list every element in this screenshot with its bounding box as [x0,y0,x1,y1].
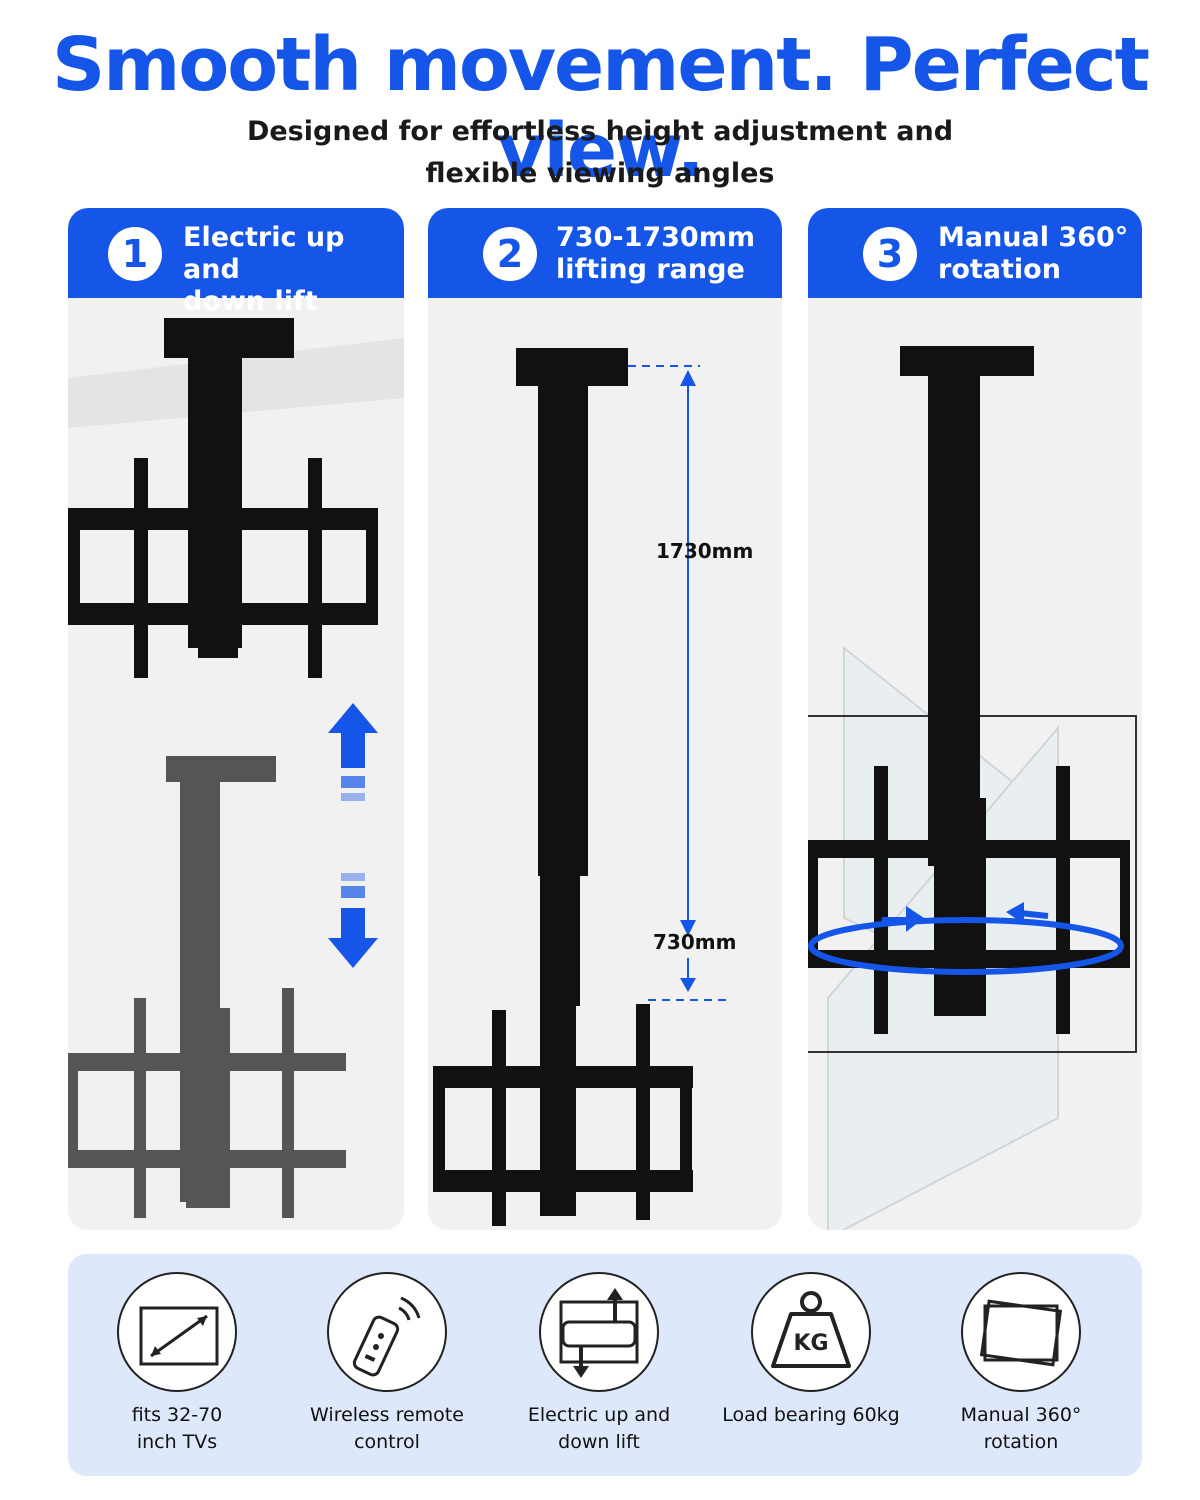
features-bar: fits 32-70 inch TVs Wireless remote cont… [68,1254,1142,1476]
feature-tv-size: fits 32-70 inch TVs [72,1254,282,1476]
step-number-badge: 3 [863,227,917,281]
weight-icon: KG [751,1272,871,1392]
panel-title-line-2: rotation [938,254,1061,285]
feature-weight: KG Load bearing 60kg [706,1254,916,1476]
panel-title-line-2: down lift [183,286,318,317]
panel-title: Electric up and down lift [183,222,404,318]
rotating-mount [808,346,1130,1034]
mount-lowered [68,756,346,1218]
panel-title-line-1: 730-1730mm [556,222,755,253]
feature-label-line-1: Load bearing 60kg [722,1404,900,1426]
feature-label: Load bearing 60kg [706,1402,916,1429]
feature-label-line-2: control [354,1431,420,1453]
step-number-badge: 1 [108,227,162,281]
feature-label-line-2: inch TVs [136,1431,218,1453]
feature-label-line-2: rotation [983,1431,1059,1453]
panel-title: 730-1730mm lifting range [556,222,755,286]
feature-label: Manual 360° rotation [916,1402,1126,1456]
panel-electric-lift: 1 Electric up and down lift [68,208,404,1230]
lift-illustration [68,318,404,1218]
remote-control-icon [327,1272,447,1392]
feature-label: Wireless remote control [282,1402,492,1456]
feature-rotation: Manual 360° rotation [916,1254,1126,1476]
feature-lift: Electric up and down lift [494,1254,704,1476]
feature-remote: Wireless remote control [282,1254,492,1476]
panel-title-line-1: Manual 360° [938,222,1129,253]
feature-label-line-1: Manual 360° [960,1404,1082,1426]
weight-icon-label: KG [793,1331,828,1356]
up-down-lift-icon [539,1272,659,1392]
panel-header: 1 Electric up and down lift [68,208,404,317]
subheadline-line-1: Designed for effortless height adjustmen… [246,116,954,147]
step-number-badge: 2 [483,227,537,281]
feature-label-line-1: Wireless remote [310,1404,464,1426]
panel-title: Manual 360° rotation [938,222,1128,286]
extended-mount [433,348,693,1226]
rotation-illustration [808,346,1137,1230]
range-illustration [433,348,728,1226]
feature-label: Electric up and down lift [494,1402,704,1456]
feature-label: fits 32-70 inch TVs [72,1402,282,1456]
feature-label-line-1: Electric up and [527,1404,671,1426]
feature-label-line-2: down lift [558,1431,640,1453]
mount-raised [68,318,378,678]
headline: Smooth movement. Perfect view. [51,22,1150,194]
panel-rotation: 3 Manual 360° rotation [808,208,1142,1230]
dimension-max-label: 1730mm [656,539,754,563]
dimension-min-label: 730mm [653,930,737,954]
panel-title-line-2: lifting range [556,254,745,285]
panel-header: 3 Manual 360° rotation [808,208,1142,298]
dimension-indicator [628,365,728,1001]
tv-size-icon [117,1272,237,1392]
panel-title-line-1: Electric up and [183,222,345,285]
panel-lifting-range: 2 730-1730mm lifting range 1 [428,208,782,1230]
up-down-arrow-icon [328,703,378,968]
feature-label-line-1: fits 32-70 [131,1404,223,1426]
rotation-icon [961,1272,1081,1392]
panel-header: 2 730-1730mm lifting range [428,208,782,298]
subheadline-line-2: flexible viewing angles [425,158,775,189]
